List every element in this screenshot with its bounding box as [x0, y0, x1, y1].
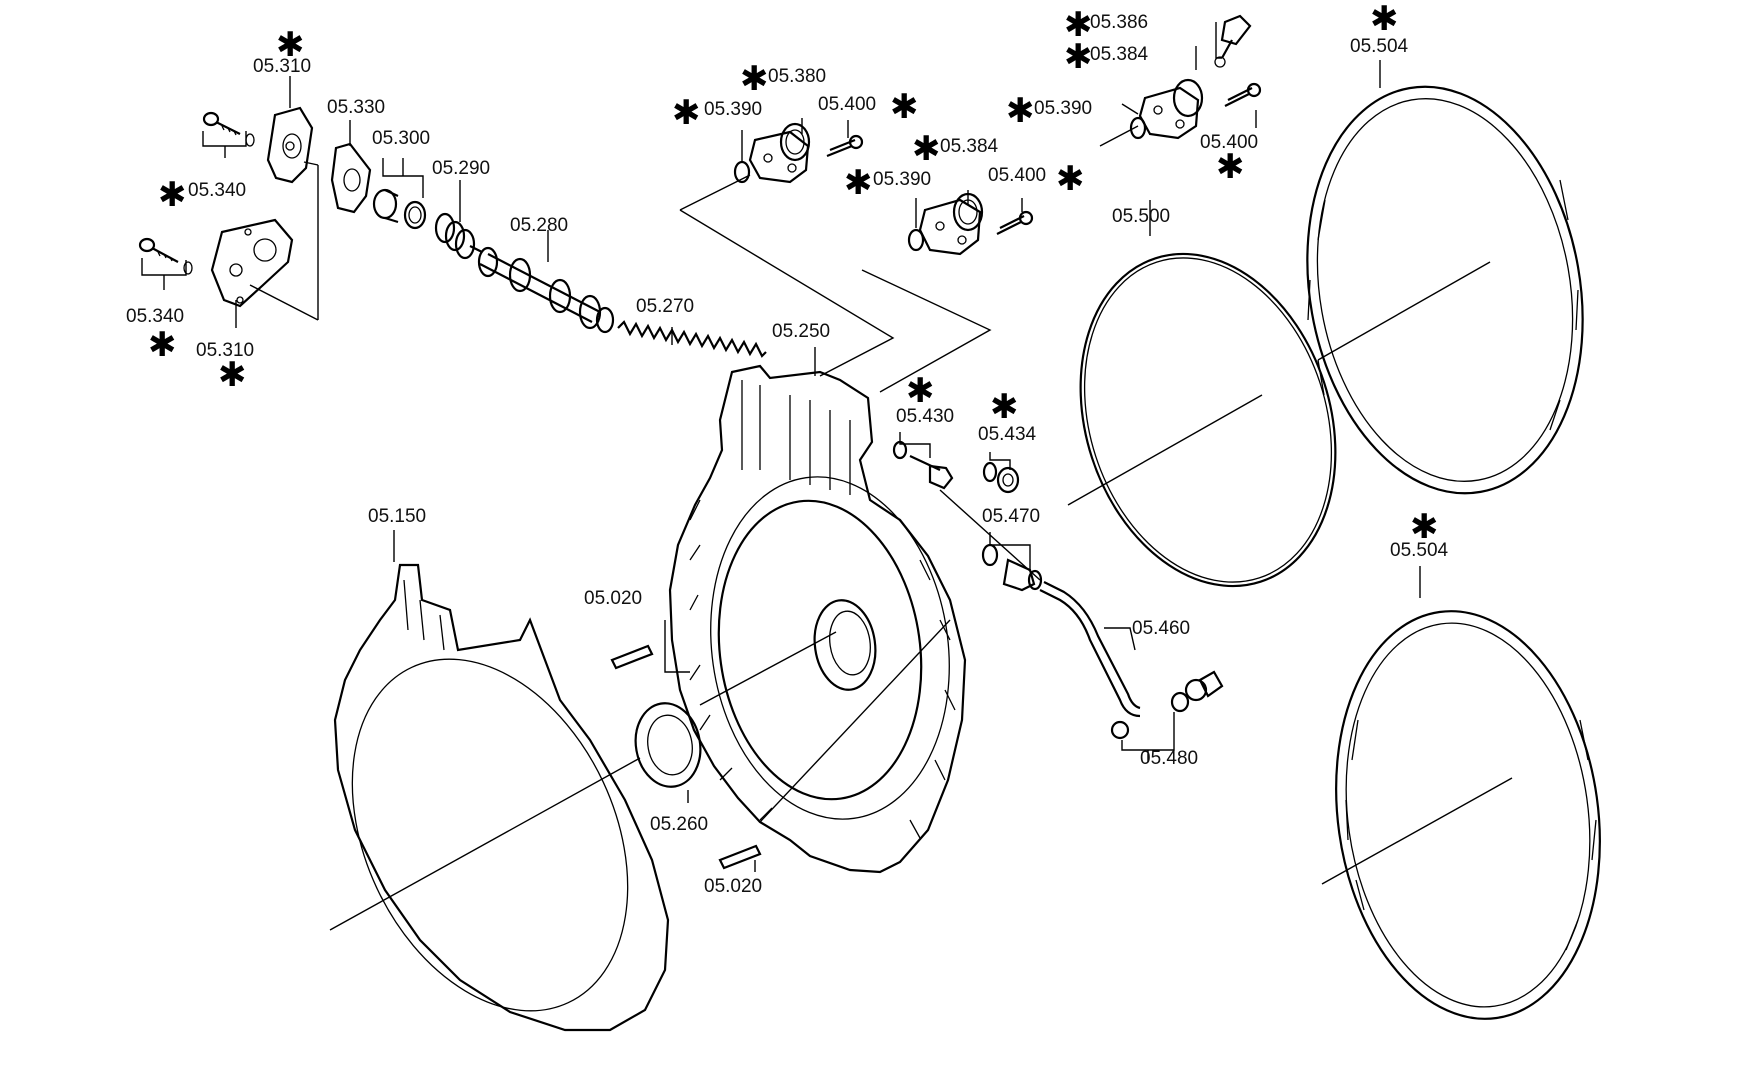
star-marker: ✱ — [740, 59, 769, 99]
label-05-430: 05.430 — [896, 406, 954, 427]
label-05-290: 05.290 — [432, 158, 490, 179]
bolt-05-340-bottom — [138, 237, 193, 275]
label-05-340-top: 05.340 — [188, 180, 246, 201]
label-05-386: 05.386 — [1090, 12, 1148, 33]
oring-05-500 — [1079, 252, 1337, 588]
label-05-434: 05.434 — [978, 424, 1037, 445]
star-marker: ✱ — [148, 325, 177, 365]
label-05-470: 05.470 — [982, 506, 1040, 527]
label-05-380: 05.380 — [768, 66, 826, 87]
star-marker: ✱ — [276, 25, 305, 65]
part-labels: 05.310 05.340 05.340 05.310 05.330 05.30… — [126, 12, 1449, 897]
gasket-05-150 — [333, 563, 670, 1032]
label-05-250: 05.250 — [772, 321, 830, 342]
gasket-05-504-top — [1306, 85, 1584, 495]
star-marker: ✱ — [1006, 91, 1035, 131]
label-05-260: 05.260 — [650, 814, 708, 835]
shaft-05-280 — [477, 246, 615, 334]
sensor-05-430 — [892, 440, 954, 490]
bolt-05-400-c — [1224, 82, 1262, 107]
star-marker: ✱ — [912, 129, 941, 169]
label-05-020-bottom: 05.020 — [704, 876, 762, 897]
plug-05-434 — [982, 461, 1020, 494]
label-05-400-b: 05.400 — [988, 165, 1046, 186]
label-05-310-top: 05.310 — [253, 56, 311, 77]
label-05-150: 05.150 — [368, 506, 426, 527]
label-05-504-top: 05.504 — [1350, 36, 1409, 57]
label-05-400-c: 05.400 — [1200, 132, 1258, 153]
star-marker: ✱ — [158, 175, 187, 215]
label-05-340-bottom: 05.340 — [126, 306, 184, 327]
label-05-460: 05.460 — [1132, 618, 1190, 639]
pin-05-020-top — [610, 644, 654, 670]
bolt-05-400-b — [996, 210, 1034, 235]
label-05-384-b: 05.384 — [1090, 44, 1149, 65]
cover-05-310-bottom — [210, 218, 294, 308]
star-marker: ✱ — [1056, 159, 1085, 199]
star-markers: ✱ ✱ ✱ ✱ ✱ ✱ ✱ ✱ ✱ ✱ ✱ ✱ ✱ ✱ ✱ ✱ ✱ ✱ — [148, 0, 1439, 547]
star-marker: ✱ — [1064, 5, 1093, 45]
banjo-05-480 — [1110, 670, 1224, 740]
pin-05-020-bottom — [718, 844, 762, 870]
label-05-500: 05.500 — [1112, 206, 1170, 227]
seal-05-260 — [634, 702, 702, 788]
spring-05-270 — [617, 320, 767, 358]
label-05-400-a: 05.400 — [818, 94, 876, 115]
cover-05-310-top — [266, 106, 314, 184]
star-marker: ✱ — [1410, 507, 1439, 547]
sensor-05-386 — [1214, 14, 1252, 68]
fitting-05-380 — [748, 122, 811, 184]
fitting-05-384-a — [918, 192, 984, 256]
leader-lines — [141, 22, 1513, 931]
label-05-300: 05.300 — [372, 128, 430, 149]
oring-05-390-b — [907, 228, 925, 252]
piston-05-290 — [434, 212, 483, 260]
fitting-05-384-b — [1138, 78, 1204, 140]
label-05-384-a: 05.384 — [940, 136, 999, 157]
label-05-310-bottom: 05.310 — [196, 340, 254, 361]
star-marker: ✱ — [890, 87, 919, 127]
gasket-05-504-bottom — [1335, 610, 1601, 1020]
pipe-05-460 — [1039, 581, 1141, 718]
housing-05-250 — [668, 364, 967, 874]
star-marker: ✱ — [844, 163, 873, 203]
star-marker: ✱ — [906, 371, 935, 411]
plate-05-330 — [330, 142, 372, 214]
star-marker: ✱ — [1064, 37, 1093, 77]
star-marker: ✱ — [1370, 0, 1399, 39]
label-05-280: 05.280 — [510, 215, 568, 236]
label-05-270: 05.270 — [636, 296, 694, 317]
label-05-390-a: 05.390 — [704, 99, 762, 120]
label-05-330: 05.330 — [327, 97, 385, 118]
star-marker: ✱ — [218, 355, 247, 395]
label-05-504-bottom: 05.504 — [1390, 540, 1449, 561]
label-05-020-top: 05.020 — [584, 588, 642, 609]
bolt-05-340-top — [202, 111, 255, 147]
bolt-05-400-a — [826, 134, 864, 158]
label-05-390-b: 05.390 — [873, 169, 931, 190]
union-05-470 — [981, 543, 1043, 592]
star-marker: ✱ — [990, 387, 1019, 427]
oring-05-390-c — [1129, 116, 1147, 140]
star-marker: ✱ — [1216, 147, 1245, 187]
label-05-390-c: 05.390 — [1034, 98, 1092, 119]
star-marker: ✱ — [672, 93, 701, 133]
label-05-480: 05.480 — [1140, 748, 1198, 769]
seal-05-300 — [372, 188, 427, 230]
